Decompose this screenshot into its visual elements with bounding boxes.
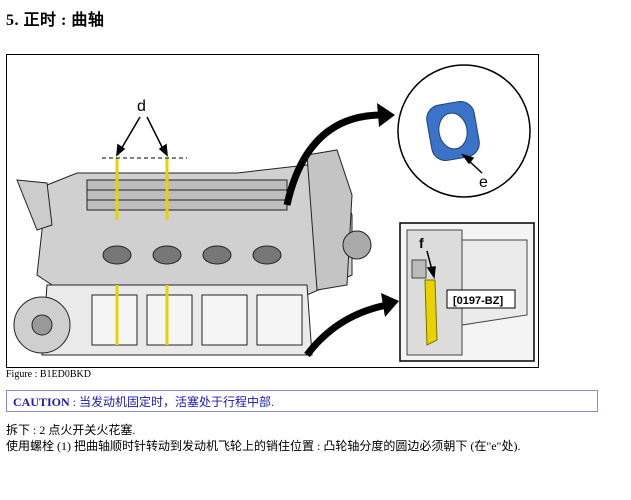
curved-arrow-top: [283, 111, 383, 206]
step-line-2: 使用螺栓 (1) 把曲轴顺时针转动到发动机飞轮上的销住位置 : 凸轮轴分度的圆边…: [6, 439, 521, 453]
d-arrows: [116, 116, 168, 157]
caution-label: CAUTION: [13, 395, 70, 409]
label-f: f: [419, 235, 424, 251]
page-title: 5. 正时 : 曲轴: [6, 12, 105, 29]
label-e: e: [479, 174, 488, 191]
e-arrow: [461, 153, 483, 174]
engine-block: [13, 149, 372, 356]
blue-ring: [426, 100, 480, 162]
figure-caption: Figure : B1ED0BKD: [6, 369, 91, 380]
caution-box: CAUTION : 当发动机固定时，活塞处于行程中部.: [6, 390, 598, 412]
label-d: d: [137, 98, 146, 115]
step-line-1: 拆下 : 2 点火开关火花塞.: [6, 423, 136, 437]
caution-text: : 当发动机固定时，活塞处于行程中部.: [69, 395, 275, 409]
inset-pin-view: [0197-BZ] f: [399, 222, 535, 362]
label-part-code: [0197-BZ]: [453, 295, 503, 307]
engine-illustration: d e [0197-BZ]: [13, 64, 535, 362]
curved-arrow-bottom: [304, 301, 388, 358]
engine-figure: d e [0197-BZ]: [6, 54, 539, 368]
gauge-rods: [115, 158, 169, 345]
